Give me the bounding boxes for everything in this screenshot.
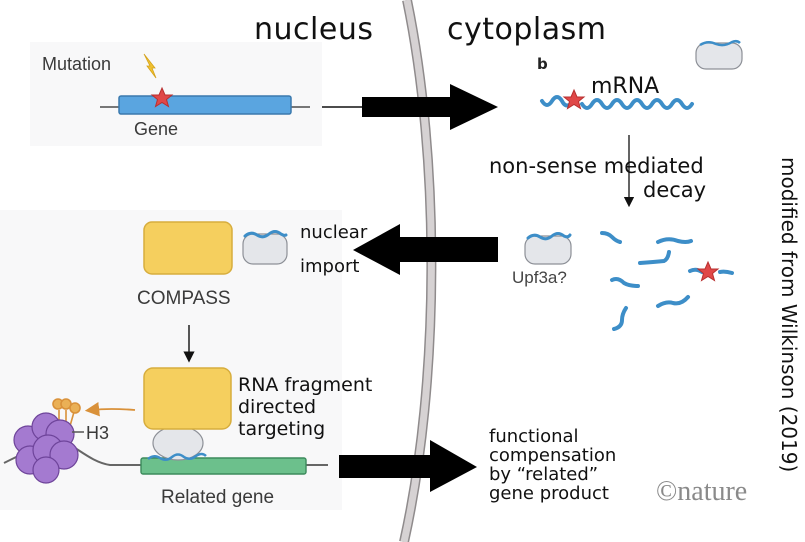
- upf3a-label: Upf3a?: [512, 268, 567, 287]
- mutation-label: Mutation: [42, 54, 112, 74]
- nuclear-import-line2: import: [300, 256, 360, 277]
- outcome-arrow[interactable]: [339, 440, 477, 492]
- rna-fragments: [600, 231, 734, 331]
- gene-bar: [118, 95, 292, 115]
- compass-complex-top: [143, 221, 288, 275]
- mutation-star-icon: [150, 86, 174, 108]
- related-gene-label: Related gene: [161, 487, 275, 508]
- targeting-line3: targeting: [238, 418, 326, 440]
- mrna-strand: [540, 88, 694, 110]
- fragment-mutation-star-icon: [696, 260, 720, 282]
- mrna-mutation-star-icon: [562, 88, 586, 110]
- compass-label: COMPASS: [137, 288, 231, 309]
- outcome-line1: functional: [489, 426, 579, 447]
- methyl-groups: [52, 398, 81, 427]
- nucleus-label: nucleus: [254, 12, 374, 47]
- methylation-arrow: [84, 402, 136, 417]
- upf-protein-top: [695, 39, 743, 70]
- targeting-line1: RNA fragment: [238, 374, 373, 396]
- nmd-label-line2: decay: [643, 178, 707, 202]
- gene-diagram: [100, 53, 310, 115]
- lightning-bolt-icon: [143, 53, 157, 79]
- nuclear-import-line1: nuclear: [300, 222, 368, 243]
- nmd-label-line1: non-sense mediated: [489, 154, 704, 178]
- targeting-line2: directed: [238, 396, 317, 418]
- nucleosome: [13, 398, 84, 484]
- related-gene-bar: [140, 457, 307, 475]
- compass-complex-bound: [143, 367, 232, 430]
- panel-letter: b: [537, 55, 548, 73]
- export-arrow[interactable]: [362, 84, 498, 130]
- h3-label: H3: [86, 423, 110, 443]
- nature-logo: ©nature: [656, 476, 748, 507]
- gene-label: Gene: [134, 119, 179, 139]
- cytoplasm-label: cytoplasm: [447, 12, 607, 47]
- outcome-line4: gene product: [489, 483, 609, 504]
- upf3a-protein: [524, 232, 572, 265]
- import-arrow[interactable]: [353, 224, 498, 275]
- mrna-label: mRNA: [591, 74, 660, 99]
- related-gene-diagram: [3, 367, 328, 475]
- outcome-line3: by “related”: [489, 464, 599, 485]
- source-credit: modified from Wilkinson (2019): [777, 157, 801, 473]
- outcome-line2: compensation: [489, 445, 617, 466]
- gene-panel-background: [30, 42, 322, 146]
